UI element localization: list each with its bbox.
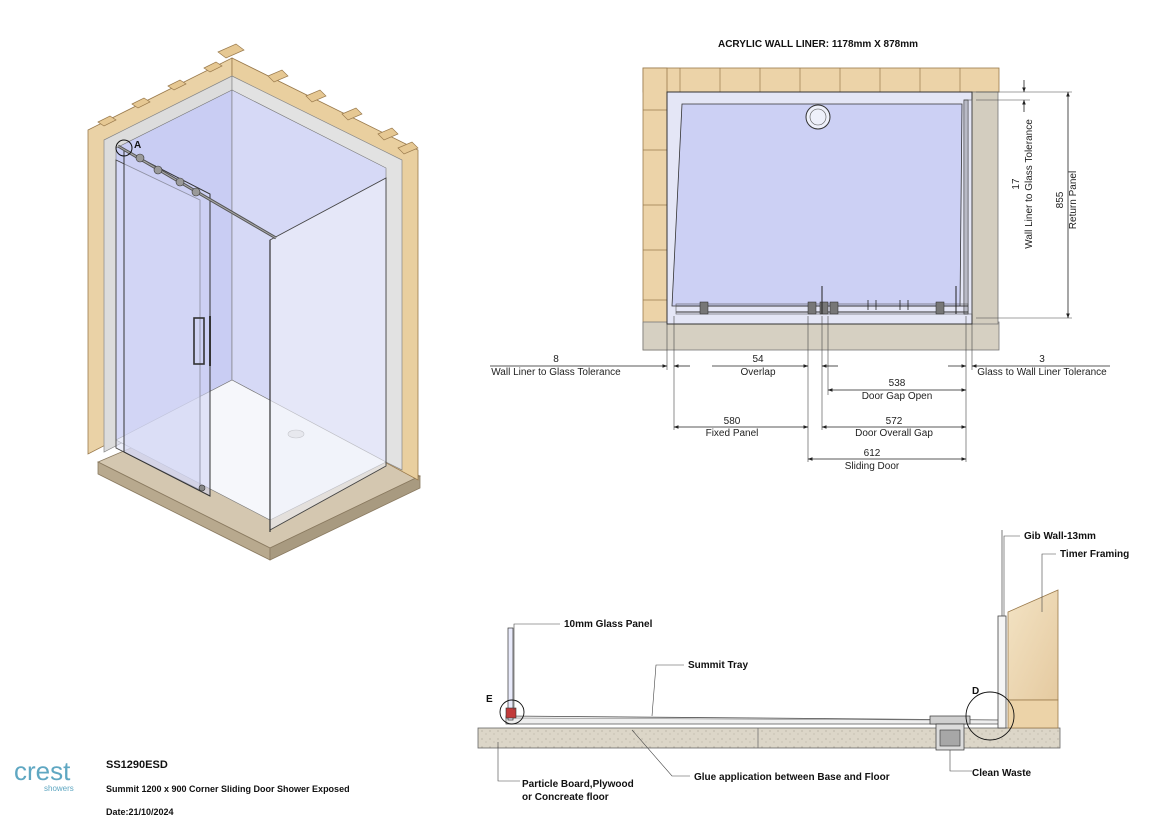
dim-right-tol-value: 3 (1039, 354, 1045, 365)
dim-overlap-value: 54 (752, 354, 764, 365)
label-timber-framing: Timer Framing (1060, 549, 1129, 560)
dim-gap-open-value: 538 (889, 378, 906, 389)
label-glue: Glue application between Base and Floor (694, 772, 890, 783)
isometric-view (87, 43, 421, 561)
section-view (477, 530, 1061, 782)
product-code: SS1290ESD (106, 759, 168, 771)
label-concrete-floor: or Concreate floor (522, 792, 609, 803)
callout-a: A (134, 140, 141, 151)
dim-fixed-value: 580 (724, 416, 741, 427)
dim-fixed-label: Fixed Panel (706, 428, 759, 439)
dim-overall-label: Door Overall Gap (855, 428, 933, 439)
dim-vert-tol-label: Wall Liner to Glass Tolerance (1024, 119, 1035, 249)
dim-vert-tol-value: 17 (1011, 178, 1022, 190)
label-clean-waste: Clean Waste (972, 768, 1032, 779)
dim-left-tol-value: 8 (553, 354, 559, 365)
dim-right-tol-label: Glass to Wall Liner Tolerance (977, 367, 1107, 378)
label-summit-tray: Summit Tray (688, 660, 748, 671)
callout-e: E (486, 694, 493, 705)
label-glass-panel: 10mm Glass Panel (564, 619, 653, 630)
drawing-date: Date:21/10/2024 (106, 807, 174, 817)
label-gib-wall: Gib Wall-13mm (1024, 531, 1096, 542)
dim-left-tol-label: Wall Liner to Glass Tolerance (491, 367, 621, 378)
brand-logo-text: crest (14, 756, 71, 786)
dim-return-label: Return Panel (1068, 171, 1079, 229)
product-description: Summit 1200 x 900 Corner Sliding Door Sh… (106, 784, 350, 794)
callout-d: D (972, 686, 979, 697)
plan-title: ACRYLIC WALL LINER: 1178mm X 878mm (718, 39, 918, 50)
brand-logo-sub: showers (44, 784, 74, 793)
dim-return-value: 855 (1055, 191, 1066, 208)
dim-overlap-label: Overlap (740, 367, 775, 378)
label-particle-board: Particle Board,Plywood (522, 779, 634, 790)
plan-view (490, 67, 1110, 462)
dim-gap-open-label: Door Gap Open (862, 391, 933, 402)
dim-sliding-value: 612 (864, 448, 881, 459)
dim-overall-value: 572 (886, 416, 903, 427)
dim-sliding-label: Sliding Door (845, 461, 900, 472)
